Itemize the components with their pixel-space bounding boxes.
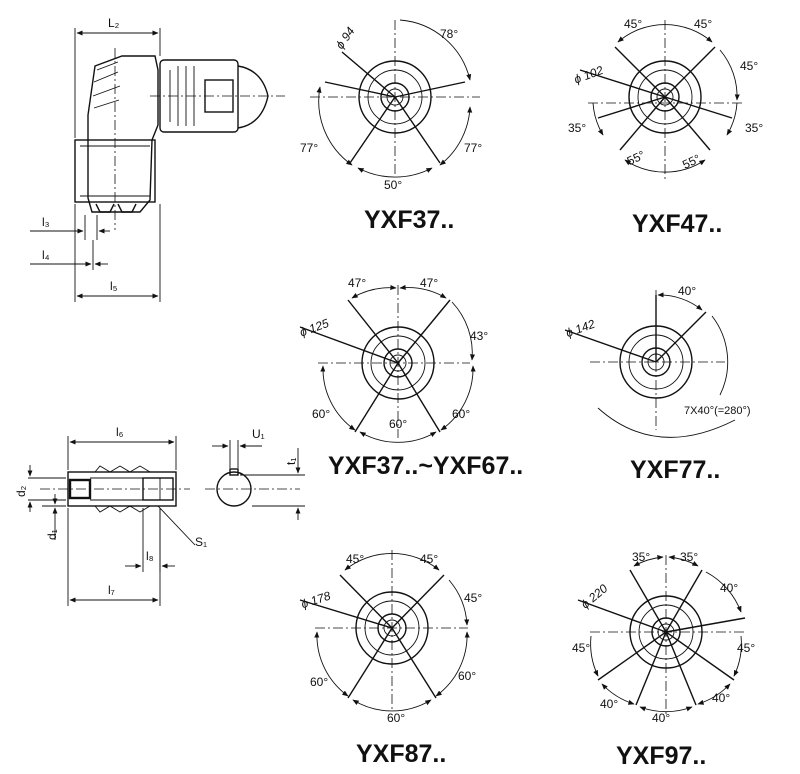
angle-label: 77° — [464, 141, 482, 155]
angle-label: 45° — [740, 59, 758, 73]
gear-motor-side-view: L₂ l₃ l₄ l₅ — [30, 16, 285, 302]
gear-housing — [87, 55, 159, 213]
dim-label-l6: l₆ — [116, 425, 124, 439]
angle-label: 45° — [624, 17, 642, 31]
angle-label: 60° — [389, 417, 407, 431]
model-label: YXF97.. — [616, 742, 706, 770]
model-label: YXF87.. — [356, 740, 446, 768]
angle-label: 60° — [458, 669, 476, 683]
angle-label: 35° — [632, 550, 650, 564]
model-label: YXF47.. — [632, 210, 722, 238]
flange-pattern-yxf47: ϕ 102 45° 45° 45° 35° 35° 55° 55° YXF47.… — [568, 17, 763, 238]
dim-label-l7: l₇ — [108, 583, 115, 597]
dim-label-d2: d₂ — [14, 485, 28, 497]
angle-label: 60° — [452, 407, 470, 421]
flange-pattern-yxf37: ϕ 94 78° 77° 77° 50° YXF37.. — [300, 19, 482, 234]
angle-label: 60° — [387, 711, 405, 725]
angle-label: 40° — [712, 691, 730, 705]
angle-label: 35° — [568, 121, 586, 135]
flange-pattern-yxf97: ϕ 220 35° 35° 40° 45° 45° 40° 40° 40° YX… — [572, 550, 755, 770]
dim-label-t1: t₁ — [284, 458, 298, 465]
angle-label: 43° — [470, 329, 488, 343]
dim-label-l3: l₃ — [42, 215, 50, 229]
angle-label: 45° — [572, 641, 590, 655]
angle-label: 45° — [346, 552, 364, 566]
model-label: YXF37..~YXF67.. — [328, 452, 523, 480]
dim-label-l8: l₈ — [146, 549, 154, 563]
angle-label: 47° — [348, 276, 366, 290]
flange-pattern-yxf37-yxf67: ϕ 125 47° 47° 43° 60° 60° 60° YXF37..~YX… — [298, 276, 524, 480]
angle-label: 35° — [745, 121, 763, 135]
dim-label-S1: S₁ — [195, 535, 207, 549]
dim-label-l4: l₄ — [42, 248, 50, 262]
angle-label: 60° — [312, 407, 330, 421]
angle-label: 55° — [680, 151, 703, 171]
angle-label: 40° — [678, 284, 696, 298]
angle-label: 78° — [440, 27, 458, 41]
motor-fan-cover — [237, 65, 269, 129]
angle-label: 45° — [694, 17, 712, 31]
angle-label: 45° — [737, 641, 755, 655]
dim-label-d1: d₁ — [45, 529, 59, 540]
flange-pattern-yxf87: ϕ 178 45° 45° 45° 60° 60° 60° YXF87.. — [299, 550, 482, 768]
dim-label-l5: l₅ — [110, 279, 118, 293]
diameter-label: ϕ 220 — [578, 581, 610, 611]
diameter-label: ϕ 142 — [564, 317, 597, 341]
angle-label: 47° — [420, 276, 438, 290]
hollow-shaft-section: l₆ l₇ l₈ S₁ d₂ d₁ — [14, 425, 207, 606]
model-label: YXF77.. — [630, 456, 720, 484]
dim-label-L2: L₂ — [108, 16, 120, 30]
angle-label: 35° — [680, 550, 698, 564]
angle-label: 60° — [310, 675, 328, 689]
angle-label: 40° — [652, 711, 670, 725]
angle-label: 45° — [420, 552, 438, 566]
angle-label: 7X40°(=280°) — [684, 405, 751, 417]
flange-pattern-yxf77: ϕ 142 40° 7X40°(=280°) YXF77.. — [564, 284, 751, 484]
angle-label: 40° — [720, 581, 738, 595]
diameter-label: ϕ 102 — [572, 63, 605, 87]
angle-label: 50° — [384, 178, 402, 192]
angle-label: 40° — [600, 697, 618, 711]
diameter-label: ϕ 94 — [333, 24, 358, 51]
angle-label: 77° — [300, 141, 318, 155]
model-label: YXF37.. — [364, 206, 454, 234]
dim-label-U1: U₁ — [252, 427, 265, 441]
keyway-end-view: U₁ t₁ — [205, 427, 305, 520]
angle-label: 55° — [625, 148, 648, 168]
angle-label: 45° — [464, 591, 482, 605]
